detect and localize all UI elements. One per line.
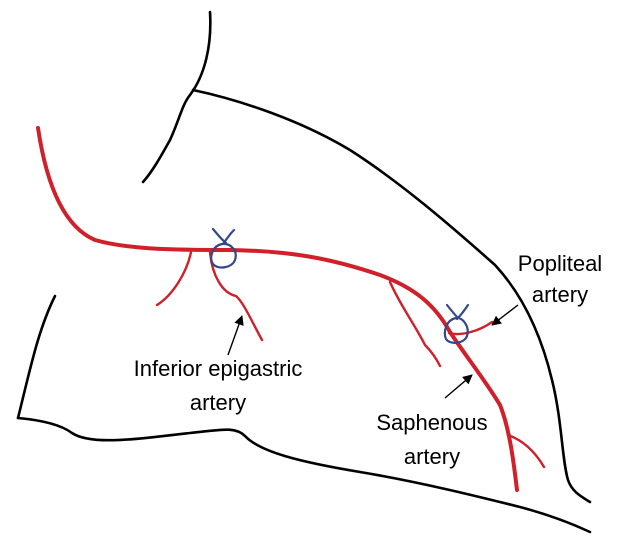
ligatures xyxy=(211,229,468,343)
back-outline xyxy=(193,90,590,502)
pointers xyxy=(228,305,518,398)
saphenous-label-line-2: artery xyxy=(404,444,460,469)
inferior-epigastric-artery xyxy=(210,252,262,340)
labels: Popliteal artery Inferior epigastric art… xyxy=(134,251,603,469)
saphenous-pointer-arrow xyxy=(445,375,472,398)
body-outline xyxy=(18,12,590,532)
inferior-epigastric-label-line-2: artery xyxy=(190,390,246,415)
bottom-outline xyxy=(18,418,590,532)
ligature-right xyxy=(445,305,468,343)
inferior-epigastric-label-line-1: Inferior epigastric xyxy=(134,356,303,381)
inferior-epigastric-pointer-arrow xyxy=(228,316,242,355)
saphenous-label-line-1: Saphenous xyxy=(376,410,487,435)
popliteal-label-line-2: artery xyxy=(532,282,588,307)
left-branch-artery xyxy=(157,252,191,305)
upper-outline xyxy=(143,12,210,182)
popliteal-label-line-1: Popliteal xyxy=(518,251,602,276)
front-outline xyxy=(18,296,55,418)
arteries xyxy=(38,128,544,490)
femoral-artery xyxy=(38,128,517,490)
popliteal-artery xyxy=(449,322,492,334)
popliteal-pointer-arrow xyxy=(492,305,518,325)
